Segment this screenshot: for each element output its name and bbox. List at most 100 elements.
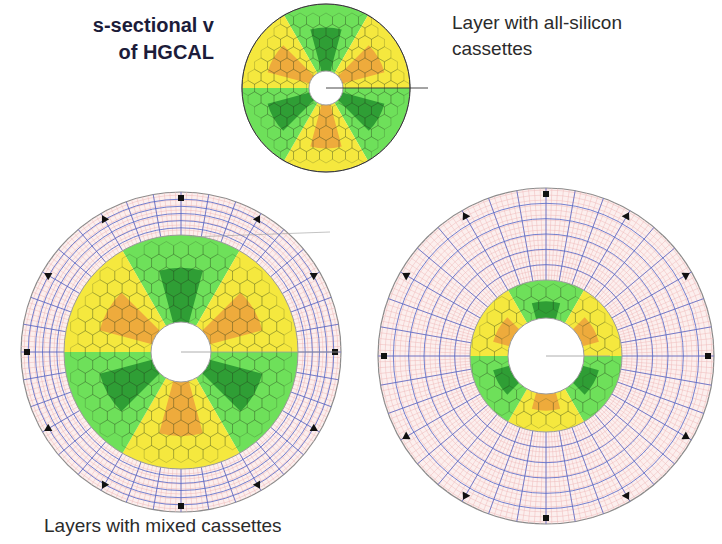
silicon-module [188, 420, 203, 437]
silicon-module [487, 360, 502, 377]
silicon-module [248, 69, 261, 84]
silicon-module [268, 81, 281, 96]
silicon-module [129, 369, 144, 386]
mount-marker [402, 432, 410, 440]
silicon-module [115, 344, 130, 361]
silicon-module [590, 309, 605, 326]
cassette-core [268, 92, 314, 130]
silicon-module [196, 305, 211, 322]
silicon-module [100, 344, 115, 361]
silicon-module [320, 126, 333, 141]
mount-marker [44, 424, 52, 431]
silicon-module [274, 69, 287, 84]
silicon-module [561, 284, 576, 301]
silicon-module [159, 267, 174, 284]
layer-label: Layers with mixed cassettes [44, 514, 282, 538]
silicon-module [268, 58, 281, 73]
silicon-module [494, 348, 509, 365]
silicon-module [100, 293, 115, 310]
silicon-module [268, 36, 281, 51]
silicon-module [553, 399, 568, 416]
silicon-module [78, 305, 93, 322]
silicon-module [122, 382, 137, 399]
silicon-module [345, 103, 358, 118]
detector-layer [378, 188, 714, 524]
silicon-module [210, 305, 225, 322]
figure-title: s-sectional v of HGCAL [82, 12, 214, 66]
silicon-module [524, 297, 539, 314]
silicon-module [203, 267, 218, 284]
cassette-core [100, 360, 160, 412]
silicon-module [188, 293, 203, 310]
silicon-module [561, 411, 576, 428]
cassette-core [159, 381, 203, 436]
silicon-module [502, 386, 517, 403]
silicon-module [152, 254, 167, 271]
silicon-module [144, 420, 159, 437]
silicon-module [242, 81, 255, 96]
silicon-module [378, 92, 391, 107]
silicon-module [307, 126, 320, 141]
silicon-module [152, 382, 167, 399]
silicon-module [233, 395, 248, 412]
silicon-module [233, 267, 248, 284]
silicon-module [261, 69, 274, 84]
silicon-module [115, 395, 130, 412]
silicon-module [233, 369, 248, 386]
silicon-module [358, 58, 371, 73]
silicon-module [137, 433, 152, 450]
silicon-module [480, 348, 495, 365]
mount-marker [543, 515, 549, 521]
silicon-module [122, 331, 137, 348]
silicon-module [166, 382, 181, 399]
silicon-module [509, 399, 524, 416]
silicon-module [269, 331, 284, 348]
silicon-module [218, 318, 233, 335]
silicon-module [352, 47, 365, 62]
silicon-module [174, 446, 189, 463]
silicon-module [78, 331, 93, 348]
detector-layer [21, 192, 341, 512]
silicon-module [568, 297, 583, 314]
silicon-module [384, 103, 397, 118]
silicon-module [358, 126, 371, 141]
silicon-module [365, 92, 378, 107]
silicon-module [539, 297, 554, 314]
silicon-module [225, 407, 240, 424]
layer-label: Layer with all-silicon cassettes [452, 10, 636, 62]
silicon-module [262, 293, 277, 310]
silicon-module [333, 148, 346, 163]
silicon-module [196, 280, 211, 297]
silicon-module [358, 13, 371, 28]
module-ring [424, 234, 668, 478]
silicon-module [261, 47, 274, 62]
silicon-module [159, 395, 174, 412]
silicon-module [546, 411, 561, 428]
silicon-module [320, 148, 333, 163]
silicon-module [144, 267, 159, 284]
silicon-module [181, 254, 196, 271]
silicon-module [122, 280, 137, 297]
silicon-module [274, 114, 287, 129]
silicon-module [352, 69, 365, 84]
silicon-module [152, 407, 167, 424]
silicon-module [225, 356, 240, 373]
silicon-module [71, 344, 86, 361]
silicon-module [590, 386, 605, 403]
silicon-module [225, 433, 240, 450]
cassette-core [202, 360, 262, 412]
module-ring [393, 203, 698, 508]
mount-marker [253, 215, 260, 223]
silicon-module [129, 344, 144, 361]
silicon-module [225, 382, 240, 399]
silicon-module [352, 137, 365, 152]
silicon-module [590, 335, 605, 352]
tile-ring [445, 255, 647, 457]
silicon-module [378, 69, 391, 84]
silicon-module [144, 446, 159, 463]
silicon-module [300, 24, 313, 39]
silicon-module [174, 395, 189, 412]
silicon-module [188, 395, 203, 412]
silicon-module [129, 267, 144, 284]
